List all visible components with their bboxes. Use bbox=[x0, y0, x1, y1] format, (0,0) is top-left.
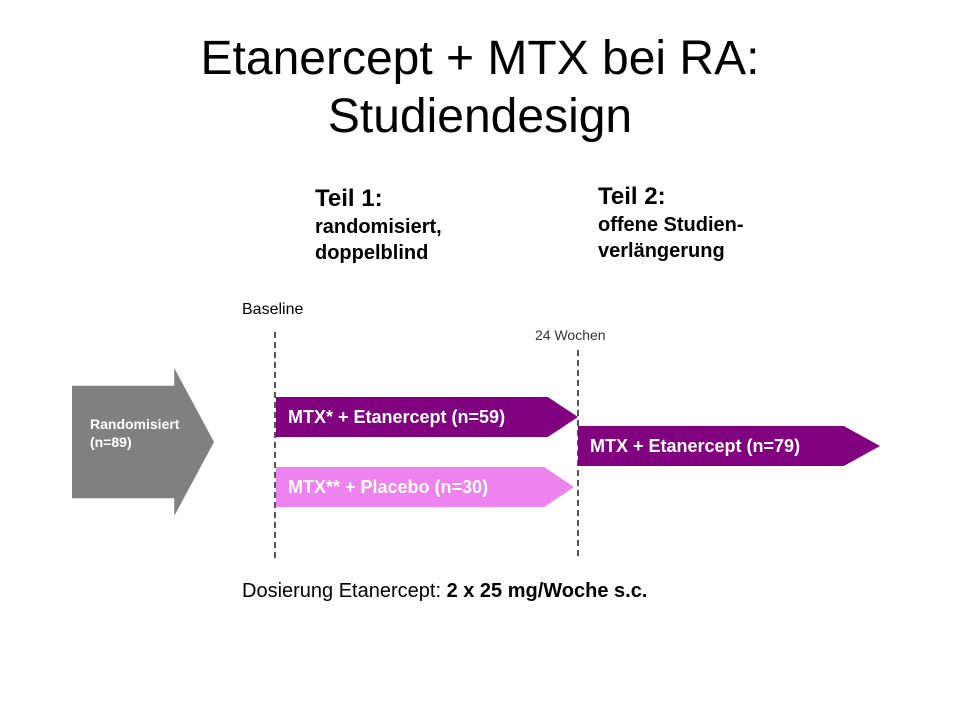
arm-extension-label: MTX + Etanercept (n=79) bbox=[590, 435, 801, 456]
title-line-2: Studiendesign bbox=[327, 90, 633, 143]
part-1-line-2: doppelblind bbox=[315, 242, 429, 264]
part-2-line-2: verlängerung bbox=[598, 240, 725, 262]
part-2-line-1: offene Studien- bbox=[598, 214, 744, 236]
dosing-note: Dosierung Etanercept: 2 x 25 mg/Woche s.… bbox=[242, 580, 647, 603]
randomized-label: Randomisiert (n=89) bbox=[90, 415, 179, 451]
randomized-line-2: (n=89) bbox=[90, 434, 132, 450]
page-title: Etanercept + MTX bei RA: Studiendesign bbox=[0, 30, 960, 146]
part-1-block: Teil 1: randomisiert, doppelblind bbox=[315, 184, 442, 266]
randomized-line-1: Randomisiert bbox=[90, 416, 180, 432]
arm-mtx-etanercept-label: MTX* + Etanercept (n=59) bbox=[288, 406, 506, 427]
arm-mtx-placebo-arrow: MTX** + Placebo (n=30) bbox=[276, 467, 574, 507]
baseline-dashed-line bbox=[274, 332, 276, 558]
part-1-heading: Teil 1: bbox=[315, 185, 383, 212]
dosing-value: 2 x 25 mg/Woche s.c. bbox=[446, 580, 648, 602]
arm-mtx-placebo-label: MTX** + Placebo (n=30) bbox=[288, 476, 489, 497]
baseline-label: Baseline bbox=[242, 301, 304, 318]
part-2-heading: Teil 2: bbox=[598, 183, 666, 210]
part-1-line-1: randomisiert, bbox=[315, 216, 442, 238]
dosing-label: Dosierung Etanercept: bbox=[242, 580, 447, 602]
title-line-1: Etanercept + MTX bei RA: bbox=[200, 32, 760, 85]
arm-mtx-etanercept-arrow: MTX* + Etanercept (n=59) bbox=[276, 397, 578, 437]
part-2-block: Teil 2: offene Studien- verlängerung bbox=[598, 182, 744, 264]
week-24-label: 24 Wochen bbox=[535, 327, 606, 343]
arm-extension-arrow: MTX + Etanercept (n=79) bbox=[578, 426, 880, 466]
